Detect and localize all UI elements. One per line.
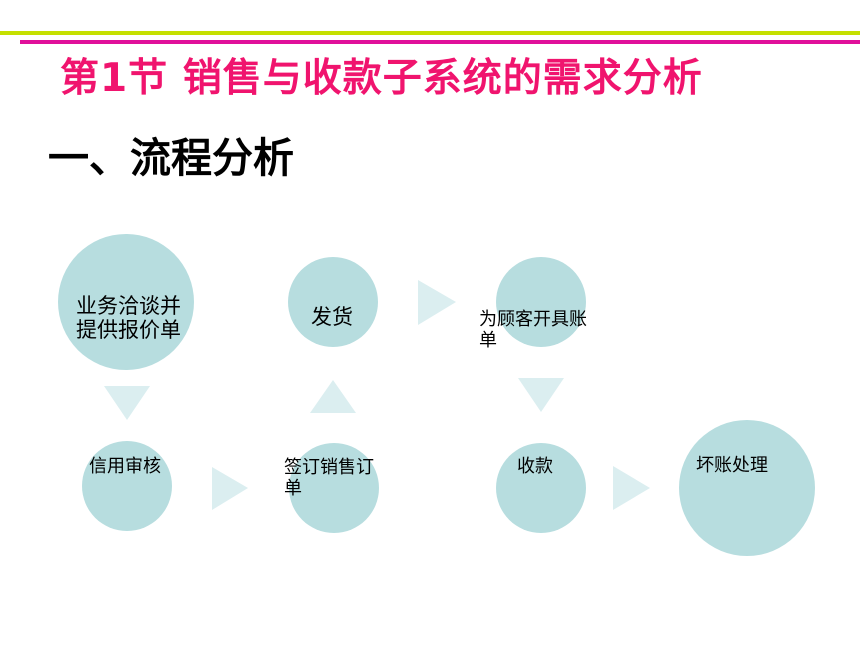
step-label-ship: 发货 [311,305,353,329]
top-rule-magenta [20,40,860,44]
step-label-negotiate-line2: 提供报价单 [76,318,181,343]
step-label-collect-line1: 收款 [517,456,553,477]
step-label-baddebt: 坏账处理 [696,455,768,477]
step-label-ship-line1: 发货 [311,305,353,329]
node-order [289,443,379,533]
node-credit [82,441,172,531]
step-label-credit-line1: 信用审核 [89,456,161,477]
step-label-order-line1: 签订销售订 [284,457,374,478]
node-invoice [496,257,586,347]
section-heading: 一、流程分析 [48,134,294,182]
node-collect [496,443,586,533]
arrow-down-icon [518,378,564,412]
node-negotiate [58,234,194,370]
step-label-negotiate-line1: 业务洽谈并 [76,294,181,318]
arrow-up-icon [310,380,356,413]
slide-title: 第1节 销售与收款子系统的需求分析 [60,56,703,101]
arrow-down-icon [104,386,150,420]
step-label-baddebt-line1: 坏账处理 [696,455,768,476]
arrow-right-icon [212,467,248,510]
node-baddebt [679,420,815,556]
step-label-credit: 信用审核 [89,456,161,478]
step-label-collect: 收款 [517,456,553,478]
step-label-order-line2: 单 [284,477,302,499]
step-label-order: 签订销售订 单 [284,457,374,499]
arrow-right-icon [418,280,456,325]
top-rule-green [0,31,860,35]
step-label-invoice-line1: 为顾客开具账 [479,309,587,330]
step-label-invoice-line2: 单 [479,329,497,351]
step-label-negotiate: 业务洽谈并 提供报价单 [76,294,181,342]
node-ship [288,257,378,347]
step-label-invoice: 为顾客开具账 单 [479,309,587,351]
arrow-right-icon [613,466,650,510]
